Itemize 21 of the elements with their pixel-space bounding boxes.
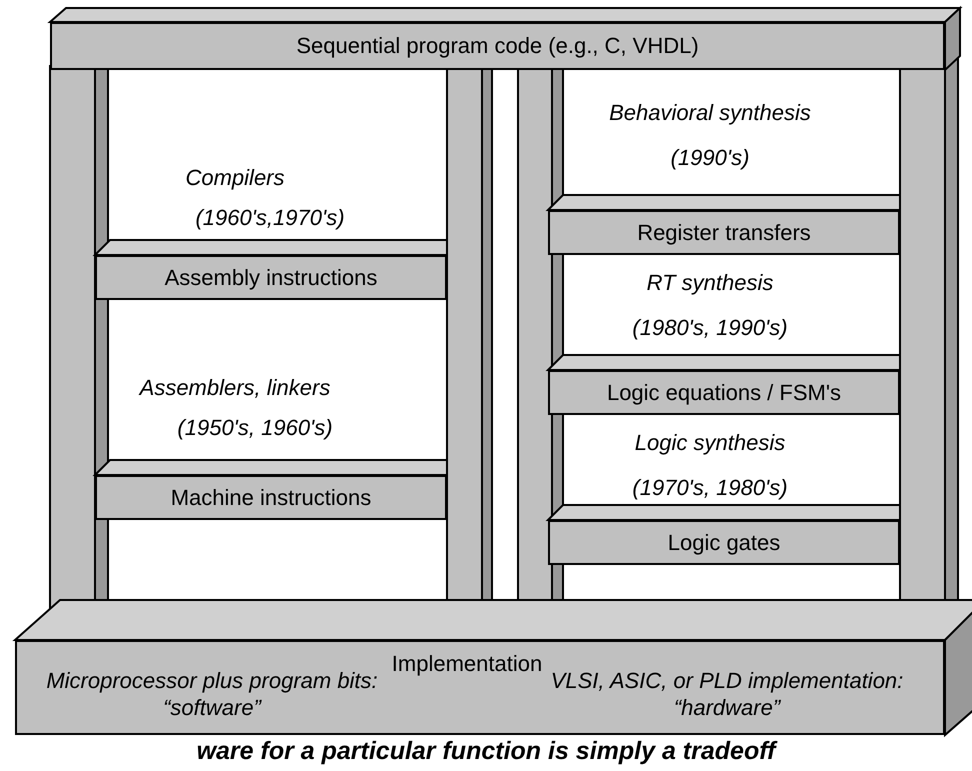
abstraction-level-shelf: Logic equations / FSM's	[548, 370, 900, 415]
program-code-beam: Sequential program code (e.g., C, VHDL)	[50, 22, 945, 70]
caption: ware for a particular function is simply a tradeoff	[196, 737, 778, 766]
base-title: Implementation	[390, 650, 544, 677]
tool-label: Logic synthesis	[634, 430, 786, 456]
tool-label: RT synthesis	[646, 270, 774, 296]
tool-label: Compilers	[185, 165, 285, 191]
tool-label: Assemblers, linkers	[140, 375, 330, 401]
era-label: (1970's, 1980's)	[632, 475, 788, 501]
implementation-base	[15, 640, 945, 735]
abstraction-level-shelf: Assembly instructions	[95, 255, 447, 300]
abstraction-level-shelf: Machine instructions	[95, 475, 447, 520]
abstraction-level-shelf: Register transfers	[548, 210, 900, 255]
era-label: (1960's,1970's)	[195, 205, 345, 231]
implementation-description: Microprocessor plus program bits: “software”	[45, 667, 379, 721]
era-label: (1980's, 1990's)	[632, 315, 788, 341]
tool-label: Behavioral synthesis	[609, 100, 811, 126]
era-label: (1990's)	[670, 145, 750, 171]
era-label: (1950's, 1960's)	[177, 415, 333, 441]
abstraction-level-shelf: Logic gates	[548, 520, 900, 565]
implementation-description: VLSI, ASIC, or PLD implementation: “hardware”	[550, 667, 904, 721]
